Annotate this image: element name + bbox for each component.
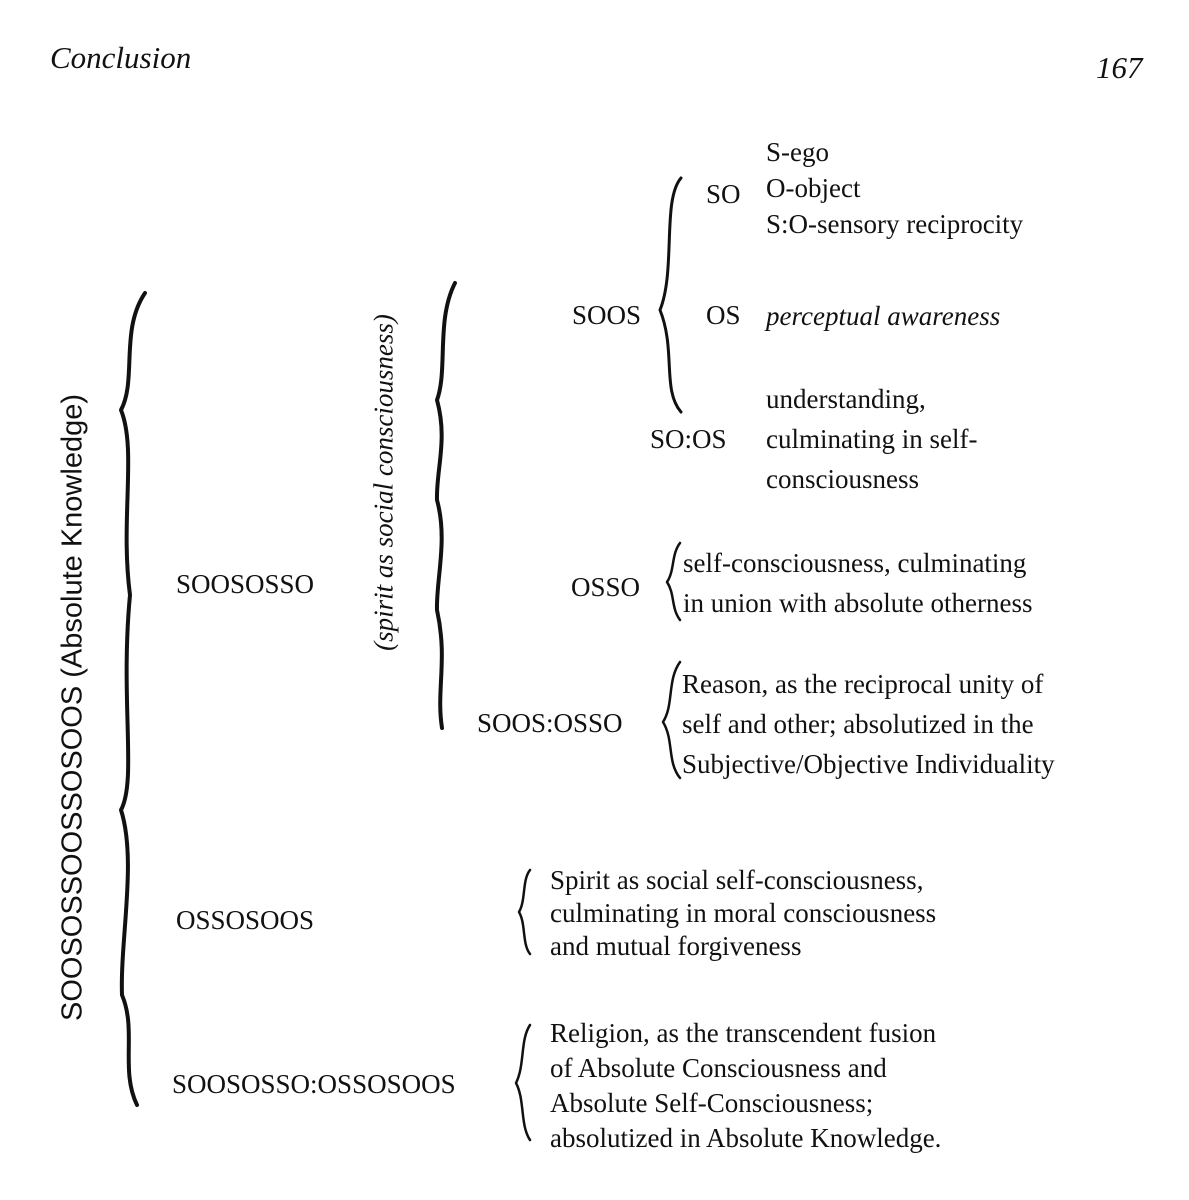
reason-line: self and other; absolutized in the	[682, 709, 1034, 739]
level2-first: SOOSOSSO	[176, 569, 315, 599]
so-line: S:O-sensory reciprocity	[766, 209, 1024, 239]
page-number: 167	[1096, 50, 1143, 85]
level2-third: SOOSOSSO:OSSOSOOS	[172, 1069, 456, 1099]
outer-vertical-label: SOOSOSSOOSSOSOOS (Absolute Knowledge)	[56, 358, 89, 1058]
religion-line: Absolute Self-Consciousness;	[550, 1088, 874, 1118]
level4-so: SO	[706, 179, 741, 209]
soos-osso-brace	[661, 660, 682, 780]
spirit-line: and mutual forgiveness	[550, 931, 802, 961]
osso-line: in union with absolute otherness	[683, 588, 1033, 618]
inner-vertical-label: (spirit as social consciousness)	[368, 314, 399, 651]
so-os-line: understanding,	[766, 384, 926, 414]
reason-definition: Reason, as the reciprocal unity of self …	[682, 664, 1055, 784]
outer-code: SOOSOSSOOSSOSOOS	[56, 685, 89, 1021]
level3-soos: SOOS	[572, 300, 642, 330]
so-os-definition: understanding, culminating in self- cons…	[766, 379, 977, 499]
level4-os: OS	[706, 300, 741, 330]
reason-line: Reason, as the reciprocal unity of	[682, 664, 1055, 704]
osso-line: self-consciousness, culminating	[683, 548, 1027, 578]
reason-term: Reason	[682, 669, 762, 699]
reason-line: Subjective/Objective Individuality	[682, 749, 1055, 779]
level2-second: OSSOSOOS	[176, 905, 315, 935]
outer-brace	[119, 291, 147, 1107]
religion-definition: Religion, as the transcendent fusion of …	[550, 1016, 941, 1156]
os-definition: perceptual awareness	[766, 301, 1001, 331]
religion-line: Religion, as the transcendent fusion	[550, 1018, 937, 1048]
so-os-line: consciousness	[766, 464, 919, 494]
spirit-line: culminating in moral consciousness	[550, 898, 937, 928]
level3-soos-osso: SOOS:OSSO	[477, 708, 623, 738]
spirit-brace	[517, 868, 532, 956]
level4-so-os: SO:OS	[650, 424, 727, 454]
soos-brace	[658, 176, 683, 414]
so-os-line: culminating in self-	[766, 424, 978, 454]
osso-definition: self-consciousness, culminating in union…	[683, 543, 1032, 623]
reason-line1-rest: , as the reciprocal unity of	[761, 669, 1044, 699]
spirit-definition: Spirit as social self-consciousness, cul…	[550, 864, 936, 963]
level3-osso: OSSO	[571, 572, 641, 602]
spirit-line: Spirit as social self-consciousness,	[550, 865, 924, 895]
so-definitions: S-ego O-object S:O-sensory reciprocity	[766, 134, 1023, 242]
religion-brace	[514, 1023, 532, 1142]
so-line: O-object	[766, 173, 861, 203]
osso-brace	[665, 541, 682, 622]
so-line: S-ego	[766, 137, 829, 167]
religion-line: absolutized in Absolute Knowledge.	[550, 1123, 942, 1153]
outer-gloss: (Absolute Knowledge)	[56, 394, 89, 678]
running-title: Conclusion	[50, 40, 192, 75]
religion-line: of Absolute Consciousness and	[550, 1053, 887, 1083]
inner-brace	[434, 281, 457, 730]
